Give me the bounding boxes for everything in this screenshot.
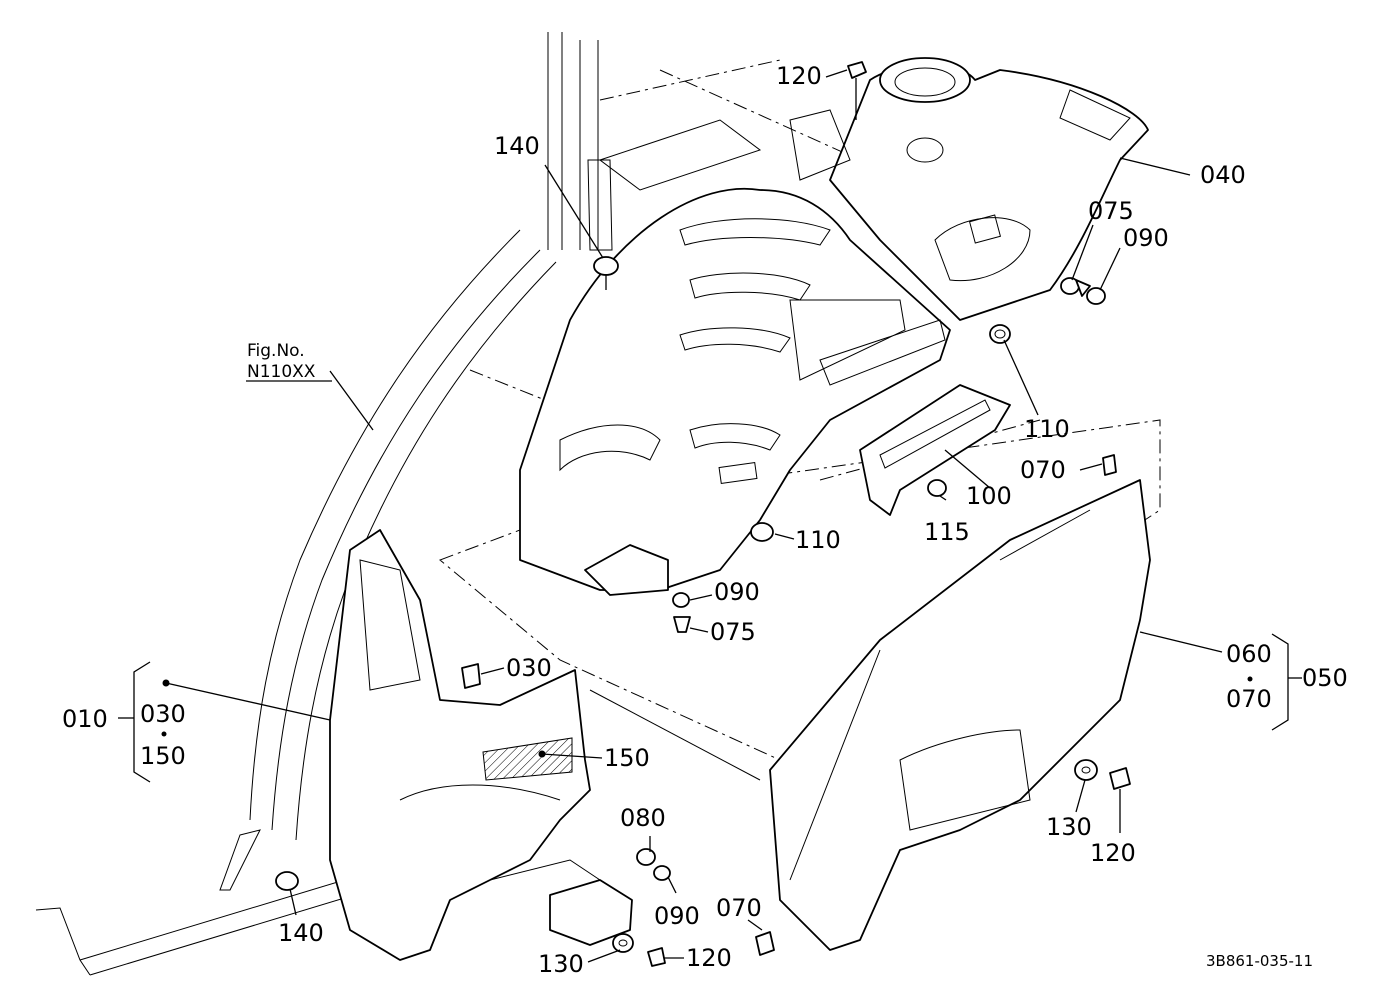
washer-icon	[612, 933, 634, 953]
washer-icon	[1074, 759, 1098, 781]
clip-icon	[755, 931, 775, 956]
separator-dot	[1247, 676, 1253, 682]
callout-120-right: 120	[1090, 839, 1136, 867]
assembly-left-parent: 010	[62, 705, 108, 733]
clip-icon	[593, 256, 619, 290]
part-060-side-cover	[769, 479, 1151, 951]
grommet-icon	[750, 522, 774, 542]
callout-075-center: 075	[710, 618, 756, 646]
assembly-bracket-right: 060 070 050	[1226, 633, 1348, 731]
callout-090-center: 090	[714, 578, 760, 606]
assembly-left-child-2: 150	[140, 742, 186, 770]
callout-150: 150	[604, 744, 650, 772]
assembly-right-parent: 050	[1302, 664, 1348, 692]
cap-icon	[653, 865, 671, 881]
callout-090-bottom: 090	[654, 902, 700, 930]
callout-140-top: 140	[494, 132, 540, 160]
assembly-bracket-left: 010 030 150	[62, 661, 186, 783]
callout-120-top: 120	[776, 62, 822, 90]
bolt-icon	[647, 947, 666, 967]
fig-no-value: N110XX	[247, 362, 316, 382]
leader-dot	[162, 679, 170, 687]
assembly-left-child-1: 030	[140, 700, 186, 728]
grommet-icon	[927, 479, 947, 497]
callout-080: 080	[620, 804, 666, 832]
clip-icon	[636, 848, 656, 866]
bolt-icon	[1109, 767, 1131, 790]
callout-100: 100	[966, 482, 1012, 510]
leader-dot	[538, 750, 546, 758]
callout-070-bottom: 070	[716, 894, 762, 922]
clip-icon	[1060, 277, 1091, 297]
separator-dot	[161, 731, 167, 737]
cap-icon	[672, 592, 690, 608]
part-100-plate	[859, 384, 1011, 516]
clip-icon	[673, 616, 691, 633]
drawing-code: 3B861-035-11	[1206, 952, 1313, 970]
assembly-right-child-2: 070	[1226, 685, 1272, 713]
part-040-rear-cover	[829, 57, 1149, 321]
center-console	[519, 109, 951, 596]
callout-075-right: 075	[1088, 197, 1134, 225]
callout-070-right: 070	[1020, 456, 1066, 484]
clip-icon	[275, 871, 299, 891]
callout-090-right: 090	[1123, 224, 1169, 252]
fig-no-label: Fig.No.	[247, 341, 305, 361]
bolt-icon	[847, 61, 867, 120]
fig-reference: Fig.No. N110XX	[246, 341, 332, 382]
cap-icon	[1086, 287, 1106, 305]
callout-030-center: 030	[506, 654, 552, 682]
callout-130-right: 130	[1046, 813, 1092, 841]
callout-115: 115	[924, 518, 970, 546]
callout-130-bottom: 130	[538, 950, 584, 978]
callout-110-center: 110	[795, 526, 841, 554]
clip-icon	[461, 663, 481, 689]
assembly-right-child-1: 060	[1226, 640, 1272, 668]
callout-040: 040	[1200, 161, 1246, 189]
callout-120-bottom: 120	[686, 944, 732, 972]
callout-labels: 120 140 040 075 090 110 100 070 115 110 …	[278, 62, 1246, 978]
part-010-side-cover	[329, 529, 591, 961]
callout-140-bottom: 140	[278, 919, 324, 947]
grommet-icon	[989, 324, 1011, 344]
clip-icon	[1102, 454, 1117, 476]
callout-110-right: 110	[1024, 415, 1070, 443]
bracket-bottom	[489, 859, 633, 946]
hardware	[275, 61, 1131, 967]
leader-lines	[165, 69, 1223, 963]
